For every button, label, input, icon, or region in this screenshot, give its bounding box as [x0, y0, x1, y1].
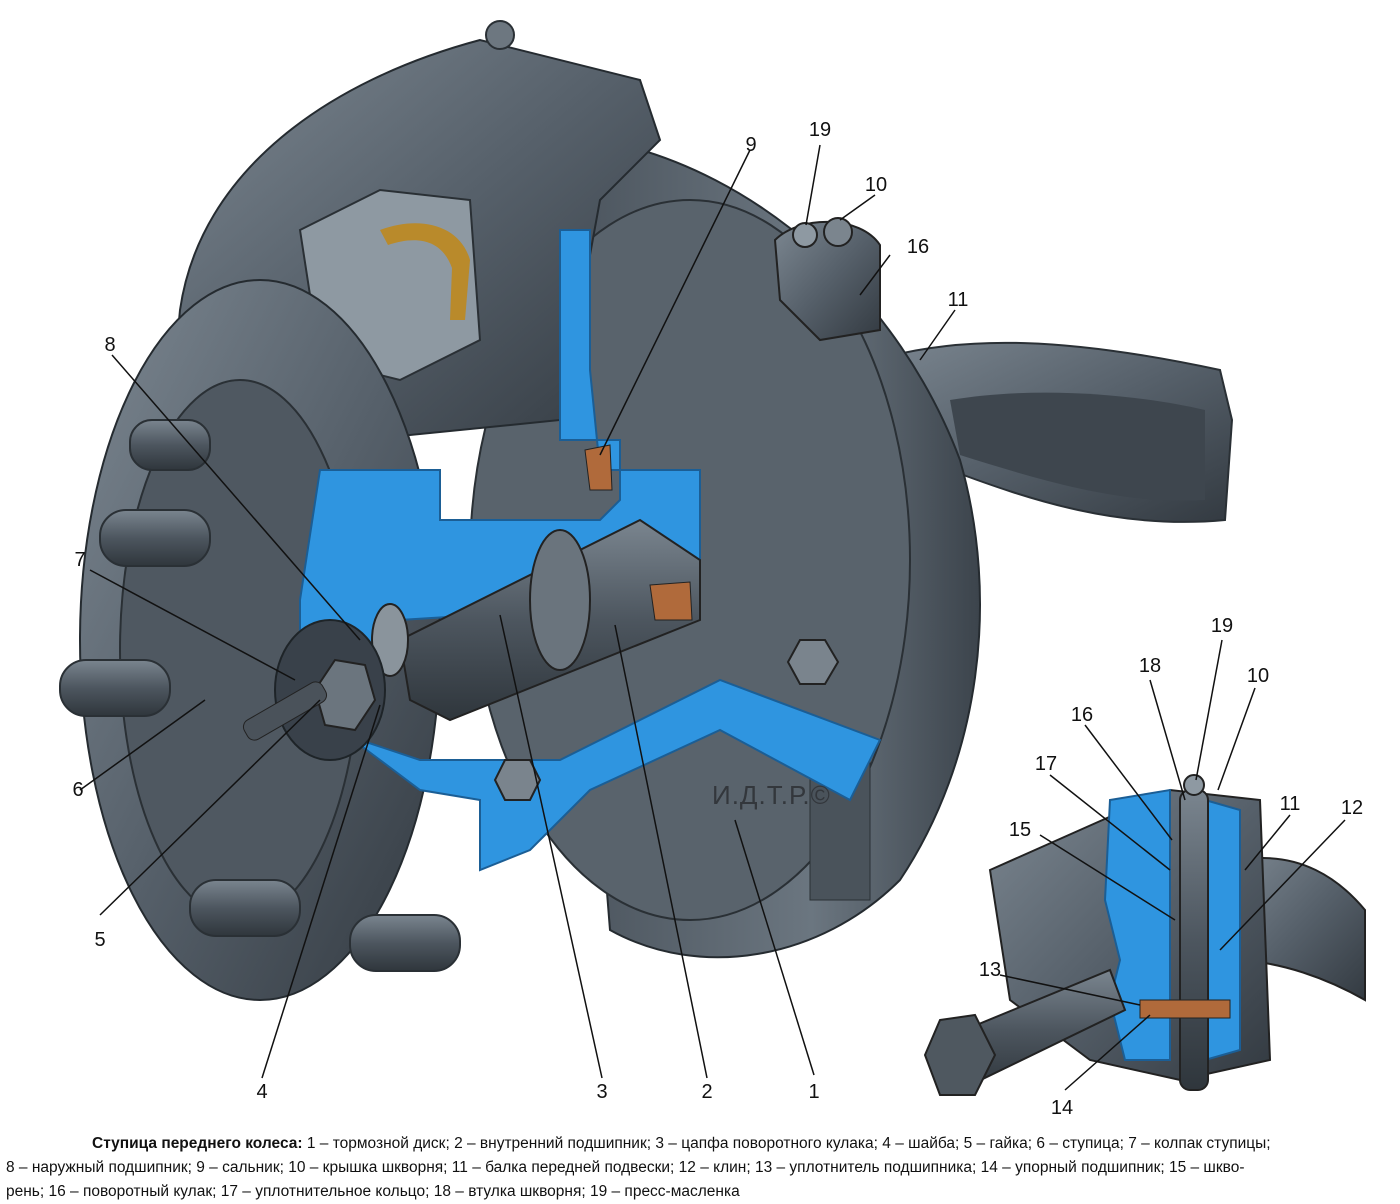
outer-bearing — [371, 603, 409, 677]
callout-4: 4 — [256, 1081, 268, 1103]
callout-8: 8 — [104, 334, 116, 356]
callout-2: 2 — [701, 1081, 713, 1103]
inset-callout-11: 11 — [1279, 793, 1301, 815]
hub-bolt — [493, 759, 542, 801]
inset-callout-15: 15 — [1008, 819, 1032, 841]
inset-callout-19: 19 — [1210, 615, 1234, 637]
inset-callout-18: 18 — [1138, 655, 1162, 677]
inset-callout-10: 10 — [1246, 665, 1270, 687]
grease-nipple — [792, 222, 818, 248]
callout-19: 19 — [808, 119, 832, 141]
caption-line-3: рень; 16 – поворотный кулак; 17 – уплотн… — [6, 1183, 740, 1200]
callout-10: 10 — [864, 174, 888, 196]
caption-line-2: 8 – наружный подшипник; 9 – сальник; 10 … — [6, 1159, 1245, 1176]
inset-callout-12: 12 — [1340, 797, 1364, 819]
callout-6: 6 — [72, 779, 84, 801]
hub-stud-pin — [242, 681, 328, 741]
callout-7: 7 — [74, 549, 86, 571]
pad-spring — [380, 223, 470, 320]
caliper-mounting-bolt — [786, 639, 840, 685]
callout-16: 16 — [906, 236, 930, 258]
caption-title: Ступица переднего колеса: — [92, 1135, 303, 1152]
inset-callout-13: 13 — [978, 959, 1002, 981]
watermark: И.Д.Т.Р.© — [712, 780, 831, 810]
kingpin-cap — [823, 217, 853, 247]
inset-knuckle-section — [1103, 788, 1171, 1061]
inset-spindle-nut — [923, 1013, 997, 1096]
suspension-beam-channel — [950, 392, 1205, 501]
callout-5: 5 — [94, 929, 106, 951]
inset-knuckle-section-right — [1204, 798, 1241, 1062]
oil-seal — [649, 581, 693, 621]
oil-seal-top — [584, 444, 613, 491]
kingpin-inset — [923, 774, 1366, 1096]
caption-line-1: 1 – тормозной диск; 2 – внутренний подши… — [306, 1135, 1271, 1152]
hub-cutaway-illustration — [59, 20, 1366, 1096]
callout-9: 9 — [745, 134, 757, 156]
leader-lines — [79, 144, 1346, 1091]
wheel-studs — [59, 419, 461, 972]
inner-bearing — [529, 529, 591, 671]
inset-callout-14: 14 — [1050, 1097, 1074, 1119]
inset-grease-nipple — [1183, 774, 1205, 796]
callout-11: 11 — [947, 289, 969, 311]
callout-3: 3 — [596, 1081, 608, 1103]
callout-1: 1 — [808, 1081, 820, 1103]
figure-caption: Ступица переднего колеса: 1 – тормозной … — [6, 1132, 1394, 1204]
inset-kingpin — [1179, 789, 1209, 1091]
inset-callout-16: 16 — [1070, 704, 1094, 726]
inset-callout-17: 17 — [1034, 753, 1058, 775]
inset-thrust-bearing — [1139, 999, 1231, 1019]
caliper-bleed-bolt — [485, 20, 515, 50]
